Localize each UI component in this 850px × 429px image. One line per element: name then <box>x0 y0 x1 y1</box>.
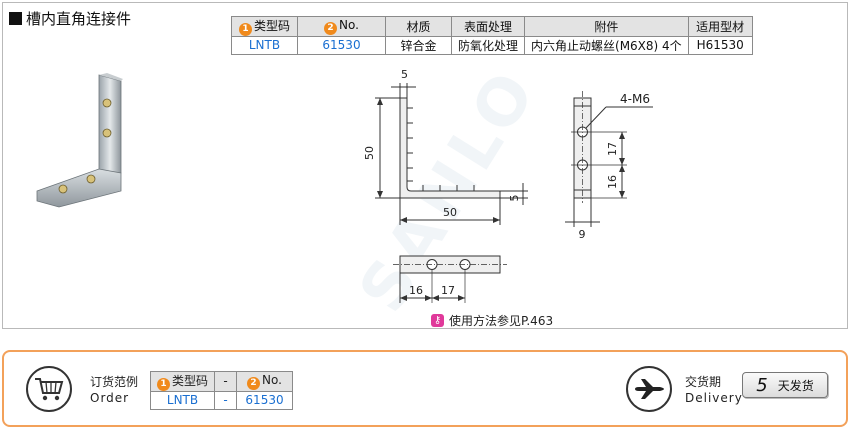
delivery-days-badge: 5 天发货 <box>742 372 828 398</box>
order-label-en: Order <box>90 391 130 405</box>
delivery-label: 交货期 Delivery <box>685 374 743 406</box>
dim-hole-label: 4-M6 <box>620 92 650 106</box>
spec-header-profile: 适用型材 <box>687 16 753 37</box>
dim-height: 50 <box>363 146 376 160</box>
order-label: 订货范例 Order <box>90 374 138 406</box>
dim-bottom-17: 17 <box>441 284 455 297</box>
cart-icon <box>26 366 72 412</box>
dimension-labels: 5 50 5 50 4-M6 17 16 9 16 17 <box>363 68 650 297</box>
dim-bottom-16: 16 <box>409 284 423 297</box>
table-row: LNTB 61530 锌合金 防氧化处理 内六角止动螺丝(M6X8) 4个 H6… <box>231 35 753 55</box>
spec-cell-material: 锌合金 <box>385 35 452 55</box>
table-row: LNTB - 61530 <box>149 390 294 410</box>
usage-reference[interactable]: ⚷ 使用方法参见P.463 <box>431 312 553 329</box>
airplane-icon <box>626 366 672 412</box>
product-photo <box>36 73 123 208</box>
delivery-label-en: Delivery <box>685 391 743 405</box>
dim-top: 5 <box>401 68 408 81</box>
number-1-icon: 1 <box>238 22 252 36</box>
delivery-days-text: 天发货 <box>777 378 814 393</box>
dim-width: 50 <box>443 206 457 219</box>
order-cell-no: 61530 <box>236 390 294 410</box>
dim-thickness: 5 <box>508 195 521 202</box>
dim-side-16: 16 <box>606 175 619 189</box>
spec-header-material: 材质 <box>385 16 452 37</box>
side-arrows <box>619 132 625 198</box>
order-header-dash: - <box>214 371 238 392</box>
page-title: 槽内直角连接件 <box>9 8 131 29</box>
number-2-icon: 2 <box>247 376 261 390</box>
spec-header-accessory: 附件 <box>524 16 689 37</box>
usage-reference-text[interactable]: 使用方法参见P.463 <box>449 314 554 328</box>
delivery-days-number: 5 <box>756 374 768 396</box>
dim-side-17: 17 <box>606 142 619 156</box>
order-label-cn: 订货范例 <box>90 375 139 389</box>
front-view <box>375 83 528 225</box>
page-title-text: 槽内直角连接件 <box>26 10 132 28</box>
title-square-icon <box>9 12 22 25</box>
airplane-icon-graphic <box>635 379 664 399</box>
spec-cell-surface: 防氧化处理 <box>450 35 526 55</box>
side-view <box>565 91 653 227</box>
spec-cell-accessory: 内六角止动螺丝(M6X8) 4个 <box>524 35 689 55</box>
technical-drawing: 5 50 5 50 4-M6 17 16 9 16 17 <box>363 68 653 303</box>
front-arrows <box>377 98 500 223</box>
order-cell-dash: - <box>214 390 238 410</box>
bottom-arrows <box>400 295 465 301</box>
dim-side-width: 9 <box>579 228 586 241</box>
delivery-label-cn: 交货期 <box>685 375 722 389</box>
order-cell-type-code: LNTB <box>149 390 216 410</box>
cart-icon-graphic <box>35 378 64 401</box>
number-2-icon: 2 <box>324 21 338 35</box>
spec-cell-profile: H61530 <box>687 35 753 55</box>
number-1-icon: 1 <box>157 377 170 391</box>
key-icon: ⚷ <box>431 314 444 327</box>
